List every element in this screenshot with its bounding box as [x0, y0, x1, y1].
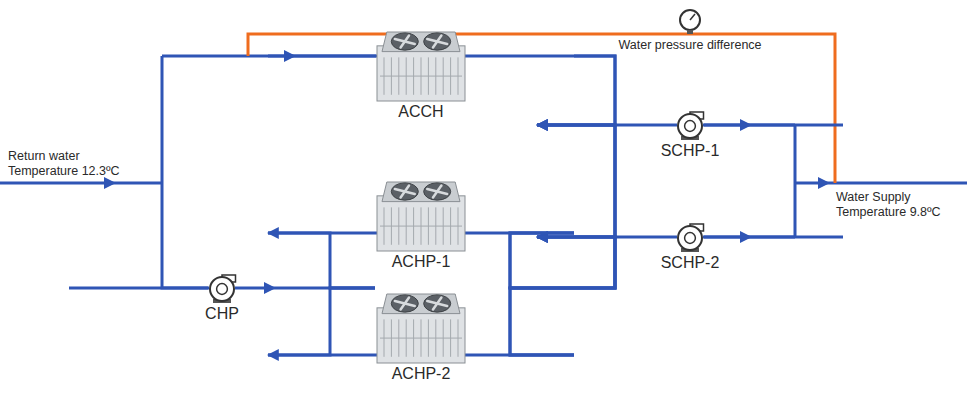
equipment-label: ACCH — [268, 102, 574, 121]
pump-casing — [210, 277, 234, 301]
equipment-label: ACHP-1 — [268, 252, 574, 271]
equipment-label: SCHP-1 — [537, 141, 843, 160]
temperature-note: Return water Temperature 12.3ºC — [8, 149, 136, 179]
fan-blade — [437, 298, 441, 304]
water-pipe — [537, 56, 615, 237]
water-pipe — [510, 233, 615, 288]
temperature-note: Water Supply Temperature 9.8ºC — [836, 190, 964, 220]
fan-blade — [427, 301, 437, 304]
fan-blade — [405, 192, 415, 195]
fan-blade — [395, 301, 405, 304]
gauge-label: Water pressure difference — [618, 38, 761, 53]
water-pipes — [0, 56, 967, 288]
fan — [424, 33, 451, 50]
fan-blade — [405, 298, 409, 304]
chiller-unit — [377, 294, 465, 363]
pump-symbol — [210, 275, 236, 303]
pump-impeller — [217, 284, 228, 295]
pump: SCHP-2 — [537, 223, 843, 272]
return-pipe — [0, 56, 376, 288]
fan-blade — [395, 189, 405, 192]
fan — [424, 295, 451, 312]
pump-casing — [678, 226, 702, 250]
chiller-unit — [377, 182, 465, 251]
node-icon — [69, 274, 375, 304]
unit-casing — [377, 46, 465, 101]
chiller-unit: ACHP-1 — [268, 180, 574, 271]
fan — [391, 295, 418, 312]
pump-casing — [678, 114, 702, 138]
fan-blade — [437, 304, 447, 307]
node-icon — [537, 223, 843, 253]
pump-impeller — [685, 121, 696, 132]
node-icon — [268, 292, 574, 364]
unit-casing — [377, 196, 465, 251]
fan-blade — [405, 304, 415, 307]
grille-line — [380, 338, 462, 339]
fan-blade — [405, 36, 409, 42]
unit-top — [382, 182, 460, 202]
grille-line — [380, 226, 462, 227]
equipment-label: ACHP-2 — [268, 364, 574, 383]
pump: CHP — [69, 274, 375, 323]
node-icon — [537, 111, 843, 141]
equipment-label: SCHP-2 — [537, 253, 843, 272]
fan-blade — [395, 39, 405, 42]
fan-blade — [405, 42, 415, 45]
gauge-needle — [690, 14, 695, 20]
chiller-unit — [377, 32, 465, 101]
flow-arrow — [104, 177, 116, 189]
fan — [391, 33, 418, 50]
fan-blade — [437, 36, 441, 42]
fan-blade — [405, 186, 409, 192]
node-icon — [268, 30, 574, 102]
water-pipe — [510, 125, 615, 355]
flow-arrows — [104, 50, 830, 294]
pressure-line — [248, 34, 835, 183]
water-pipe — [510, 125, 615, 288]
pump-symbol — [678, 224, 704, 252]
unit-casing — [377, 308, 465, 363]
fan-blade — [427, 39, 437, 42]
unit-top — [382, 32, 460, 52]
fan — [424, 183, 451, 200]
node-icon — [268, 180, 574, 252]
chiller-unit: ACCH — [268, 30, 574, 121]
chiller-unit: ACHP-2 — [268, 292, 574, 383]
water-pipe — [537, 56, 615, 125]
fan-blade — [437, 186, 441, 192]
fan-blade — [437, 192, 447, 195]
fan-blade — [437, 42, 447, 45]
water-pipe — [510, 237, 615, 355]
gauge-dial — [680, 10, 700, 30]
gauge-stem — [687, 30, 693, 34]
grille-line — [380, 76, 462, 77]
pump-impeller — [685, 233, 696, 244]
fan-blade — [427, 189, 437, 192]
fan — [391, 183, 418, 200]
flow-arrow — [818, 177, 830, 189]
pump: SCHP-1 — [537, 111, 843, 160]
pump-symbol — [678, 112, 704, 140]
unit-top — [382, 294, 460, 314]
water-pipe — [268, 233, 375, 288]
water-pipe — [268, 288, 375, 355]
pressure-gauge — [680, 10, 700, 34]
equipment-label: CHP — [69, 304, 375, 323]
